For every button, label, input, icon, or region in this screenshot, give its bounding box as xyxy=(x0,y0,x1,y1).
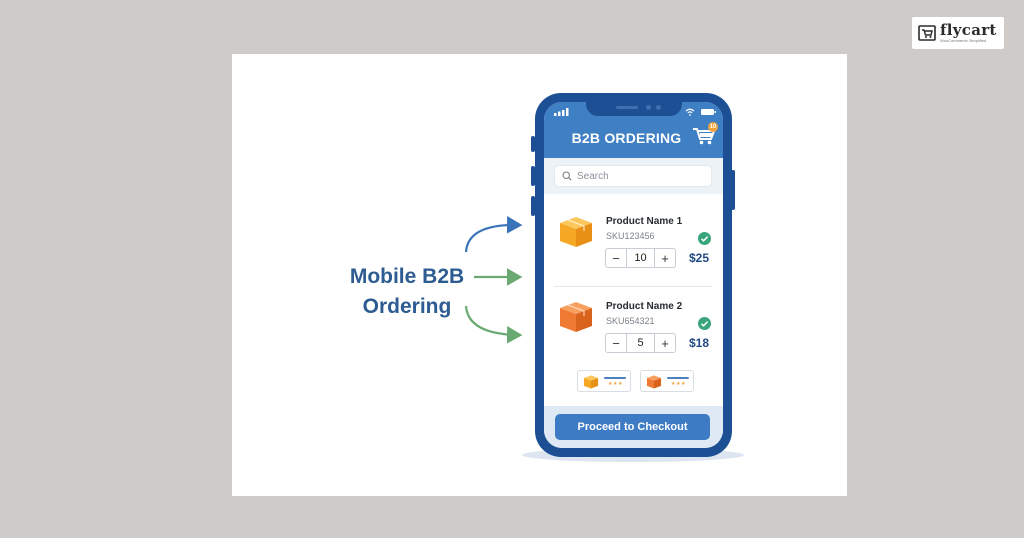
wifi-battery-icon xyxy=(685,108,716,116)
checkout-footer: Proceed to Checkout xyxy=(544,406,723,448)
product-item[interactable]: Product Name 1 SKU123456 − 10 + $25 xyxy=(544,202,723,280)
product-box-image xyxy=(583,375,599,389)
phone-side-button xyxy=(531,166,535,186)
related-product-thumb[interactable]: ★★★ xyxy=(640,370,694,392)
proceed-to-checkout-button[interactable]: Proceed to Checkout xyxy=(555,414,710,440)
quantity-value[interactable]: 10 xyxy=(626,249,655,267)
product-price: $18 xyxy=(689,336,710,350)
rating-stars-icon: ★★★ xyxy=(671,381,686,387)
illustration-card: Mobile B2B Ordering xyxy=(232,54,847,496)
product-sku: SKU123456 xyxy=(606,231,655,241)
quantity-value[interactable]: 5 xyxy=(626,334,655,352)
divider xyxy=(554,286,712,287)
app-title: B2B ORDERING xyxy=(571,130,682,146)
side-label-line1: Mobile B2B xyxy=(349,265,465,288)
related-product-thumb[interactable]: ★★★ xyxy=(577,370,631,392)
signal-icon xyxy=(554,108,569,116)
search-input[interactable] xyxy=(577,170,697,182)
arrows-graphic xyxy=(464,215,523,344)
brand-tagline: WooCommerce Simplified xyxy=(940,38,987,43)
phone-frame: B2B ORDERING 10 xyxy=(535,93,732,457)
search-bar-area xyxy=(544,158,723,194)
product-name: Product Name 2 xyxy=(606,301,683,312)
search-box[interactable] xyxy=(554,165,712,187)
phone-screen: B2B ORDERING 10 xyxy=(544,102,723,448)
decrement-button[interactable]: − xyxy=(612,335,620,351)
decrement-button[interactable]: − xyxy=(612,250,620,266)
product-price: $25 xyxy=(689,251,710,265)
product-sku: SKU654321 xyxy=(606,316,655,326)
side-label-line2: Ordering xyxy=(362,295,452,318)
product-box-image xyxy=(560,217,592,247)
phone-power-button xyxy=(731,170,735,210)
brand-logo: flycart WooCommerce Simplified xyxy=(912,17,1004,49)
arrow-bottom xyxy=(464,305,523,344)
cart-logo-icon xyxy=(918,25,936,41)
product-name: Product Name 1 xyxy=(606,216,683,227)
phone-side-button xyxy=(531,196,535,216)
increment-button[interactable]: + xyxy=(661,250,669,266)
check-circle-icon xyxy=(698,232,711,245)
quantity-stepper[interactable]: − 5 + xyxy=(605,333,676,353)
search-icon xyxy=(562,171,572,181)
side-label: Mobile B2B Ordering xyxy=(332,262,482,322)
product-box-image xyxy=(560,302,592,332)
quantity-stepper[interactable]: − 10 + xyxy=(605,248,676,268)
product-box-image xyxy=(646,375,662,389)
related-products-row: ★★★ ★★★ xyxy=(544,370,723,396)
rating-stars-icon: ★★★ xyxy=(608,381,623,387)
cart-badge: 10 xyxy=(708,122,718,132)
arrow-top xyxy=(464,215,523,253)
brand-name: flycart xyxy=(940,21,997,39)
phone-notch xyxy=(586,102,682,116)
app-header: B2B ORDERING 10 xyxy=(544,102,723,158)
increment-button[interactable]: + xyxy=(661,335,669,351)
product-item[interactable]: Product Name 2 SKU654321 − 5 + $18 xyxy=(544,287,723,365)
phone-side-button xyxy=(531,136,535,152)
check-circle-icon xyxy=(698,317,711,330)
